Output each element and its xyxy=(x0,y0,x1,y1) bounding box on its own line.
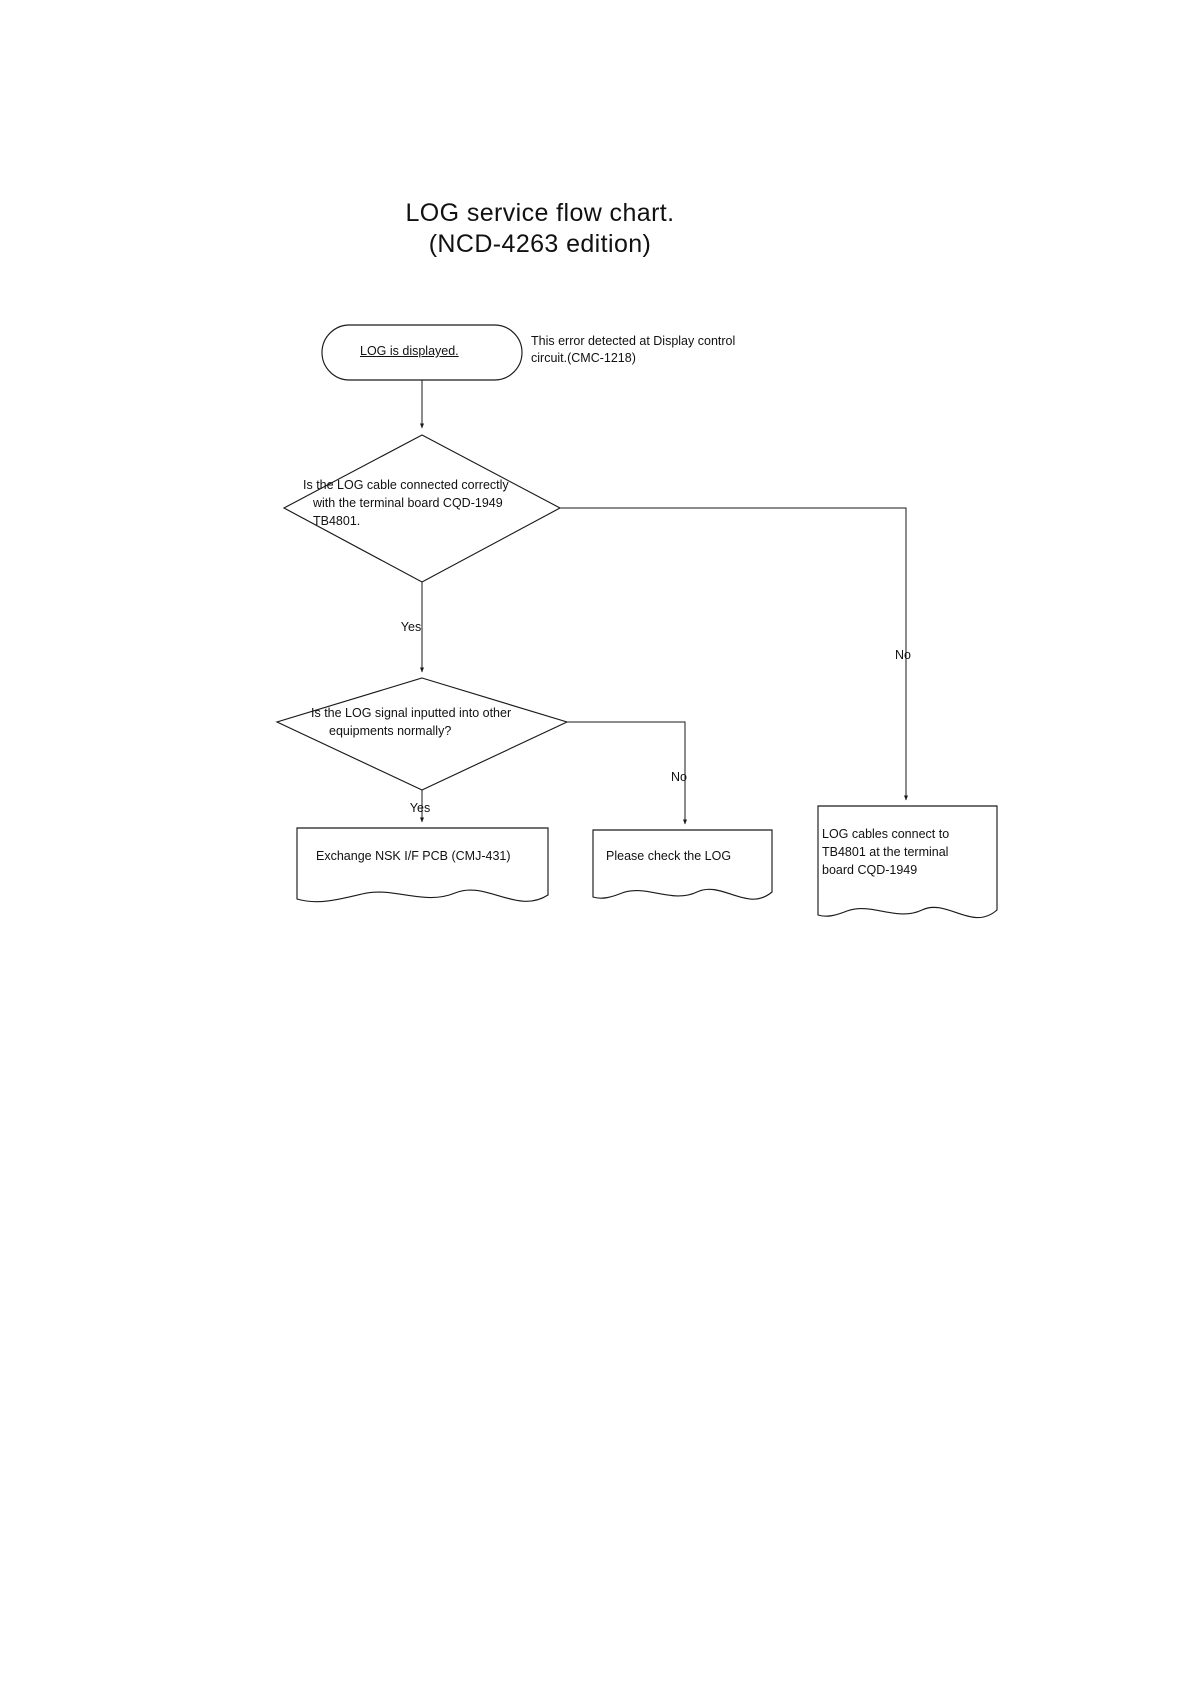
result-cables-shape xyxy=(817,805,998,919)
branch-label-yes-1: Yes xyxy=(401,620,421,634)
result-cables-line-3: board CQD-1949 xyxy=(822,863,918,877)
start-note-line-1: This error detected at Display control xyxy=(531,334,736,348)
edge-decision1-no xyxy=(560,507,908,801)
decision-1-line-2: with the terminal board CQD-1949 xyxy=(313,496,503,510)
decision-1-line-3: TB4801. xyxy=(313,514,361,528)
edge-decision2-no xyxy=(567,721,687,825)
branch-label-no-2: No xyxy=(671,770,687,784)
chart-title-line-1: LOG service flow chart. xyxy=(405,199,675,227)
result-exchange-label: Exchange NSK I/F PCB (CMJ-431) xyxy=(316,849,511,863)
branch-label-no-1: No xyxy=(895,648,911,662)
result-cables-line-1: LOG cables connect to xyxy=(822,827,950,841)
result-exchange-shape xyxy=(296,827,549,903)
chart-title-line-2: (NCD-4263 edition) xyxy=(428,230,652,258)
start-note-line-2: circuit.(CMC-1218) xyxy=(531,351,636,365)
start-node-label: LOG is displayed. xyxy=(360,344,459,358)
result-cables-line-2: TB4801 at the terminal xyxy=(822,845,949,859)
decision-2-line-2: equipments normally? xyxy=(329,724,452,738)
result-checklog-label: Please check the LOG xyxy=(606,849,732,863)
branch-label-yes-2: Yes xyxy=(410,801,430,815)
decision-1-line-1: Is the LOG cable connected correctly xyxy=(303,478,509,492)
chart-title: LOG service flow chart. (NCD-4263 editio… xyxy=(300,198,780,260)
decision-2-line-1: Is the LOG signal inputted into other xyxy=(311,706,512,720)
result-checklog-shape xyxy=(592,829,773,900)
